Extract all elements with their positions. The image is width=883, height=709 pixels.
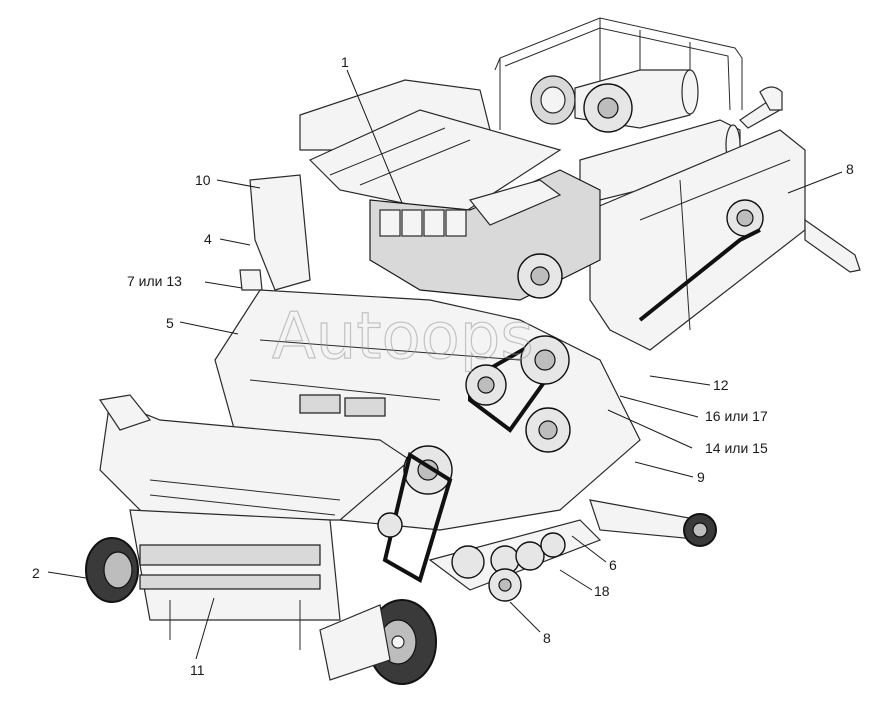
callout-labels: 1 2 4 5 6 7 или 13 8 8 9 10 11 12 14 или… [32, 54, 854, 678]
callout-12: 12 [713, 377, 729, 393]
top-block [299, 79, 562, 216]
callout-5: 5 [166, 315, 174, 331]
top-railing [494, 17, 743, 130]
callout-8-lower: 8 [543, 630, 551, 646]
leader-lines [47, 69, 843, 660]
air-filter [530, 69, 699, 133]
callout-1: 1 [341, 54, 349, 70]
callout-6: 6 [609, 557, 617, 573]
callout-16-or-17: 16 или 17 [705, 408, 768, 424]
callout-18: 18 [594, 583, 610, 599]
left-wheel [85, 537, 139, 603]
bottom-wheel [319, 599, 437, 685]
callout-2: 2 [32, 565, 40, 581]
lower-pulley-row [428, 519, 602, 602]
front-hopper [98, 394, 411, 521]
engine-housing-right [589, 129, 861, 351]
front-body [129, 509, 341, 650]
callout-7-or-13: 7 или 13 [127, 273, 182, 289]
callout-14-or-15: 14 или 15 [705, 440, 768, 456]
callout-10: 10 [195, 172, 211, 188]
watermark: Autoops [272, 300, 534, 374]
callout-4: 4 [204, 231, 212, 247]
callout-9: 9 [697, 469, 705, 485]
left-panel [239, 174, 311, 291]
callout-11: 11 [190, 662, 205, 678]
drive-pulleys [377, 253, 571, 583]
right-lower-arm [589, 499, 717, 547]
callout-8-upper: 8 [846, 161, 854, 177]
